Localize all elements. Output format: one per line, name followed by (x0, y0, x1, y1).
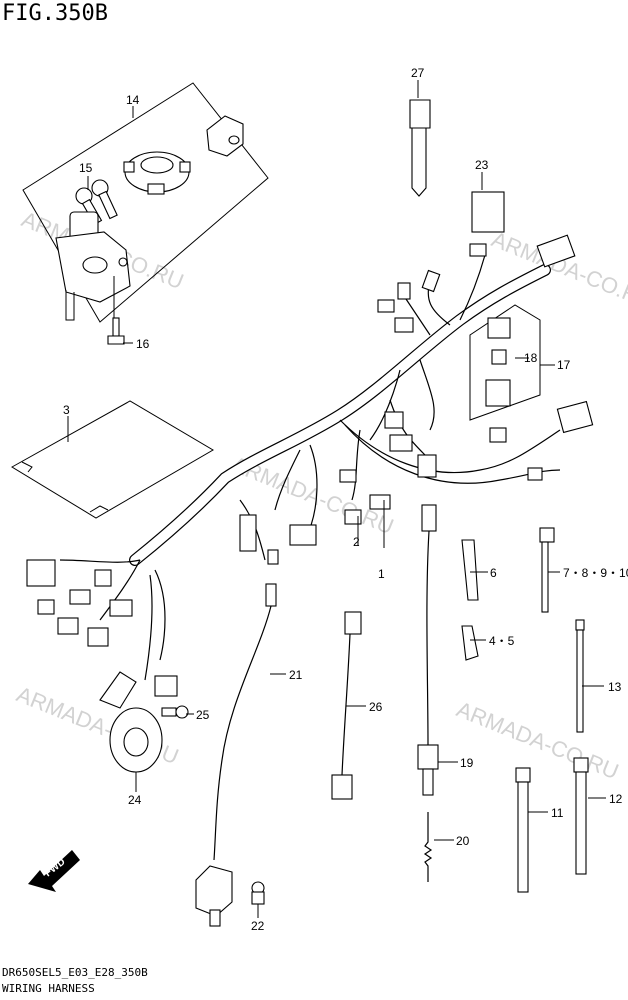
spring-20-icon (423, 812, 433, 882)
callout-2: 2 (353, 535, 360, 549)
fwd-arrow-icon: FWD (28, 850, 80, 892)
callout-7-10: 7・8・9・10 (563, 566, 628, 580)
sensor-19-icon (417, 504, 439, 796)
callout-15: 15 (79, 161, 93, 175)
callout-12: 12 (609, 792, 623, 806)
connector-left-large (26, 559, 56, 587)
callout-17: 17 (557, 358, 571, 372)
callout-14: 14 (126, 93, 140, 107)
callout-27: 27 (411, 66, 425, 80)
figure-name: WIRING HARNESS (2, 982, 95, 995)
callout-11: 11 (551, 806, 564, 820)
switch-21-icon (195, 583, 277, 927)
callout-3: 3 (63, 403, 70, 417)
part-26-icon (331, 611, 362, 800)
bolt-22-icon (251, 881, 265, 905)
clamp-4-5-icon (461, 625, 479, 661)
callout-16: 16 (136, 337, 150, 351)
callout-22: 22 (251, 919, 265, 933)
band-7-10-icon (539, 527, 555, 613)
callout-25: 25 (196, 708, 210, 722)
watermark-5: ARMADA-CO.RU (453, 696, 622, 784)
callout-1: 1 (378, 567, 385, 581)
callout-4-5: 4・5 (489, 634, 515, 648)
bolt-25-icon (161, 705, 189, 719)
tie-11-icon (515, 767, 531, 893)
figure-title: FIG.350B (2, 1, 108, 26)
leader-lines (67, 80, 606, 918)
connector-right (556, 400, 594, 434)
tie-13-icon (575, 619, 585, 733)
ignition-switch-icon (55, 211, 131, 321)
clamp-6-icon (461, 539, 479, 601)
figure-code: DR650SEL5_E03_E28_350B (2, 966, 148, 979)
callout-13: 13 (608, 680, 622, 694)
callout-21: 21 (289, 668, 303, 682)
switch-cover-icon (123, 151, 191, 195)
fuse-box-17 (469, 304, 541, 421)
callout-20: 20 (456, 834, 470, 848)
callout-18: 18 (524, 351, 538, 365)
tie-12-icon (573, 757, 589, 875)
relay-23-icon (471, 191, 505, 233)
callout-23: 23 (475, 158, 489, 172)
main-harness (26, 234, 594, 697)
bolt-16-icon (107, 317, 125, 345)
callout-24: 24 (128, 793, 142, 807)
callouts: 14 15 16 3 27 23 18 17 2 1 6 4・5 7・8・9・1… (63, 66, 628, 933)
switch-cap-icon (206, 115, 244, 157)
callout-26: 26 (369, 700, 383, 714)
callout-6: 6 (490, 566, 497, 580)
connector-top-right (536, 234, 576, 268)
key-27-icon (409, 99, 431, 197)
callout-19: 19 (460, 756, 474, 770)
connector-mid-left (239, 514, 257, 552)
label-sheet-3 (11, 400, 214, 519)
ignition-switch-kit (22, 82, 269, 323)
